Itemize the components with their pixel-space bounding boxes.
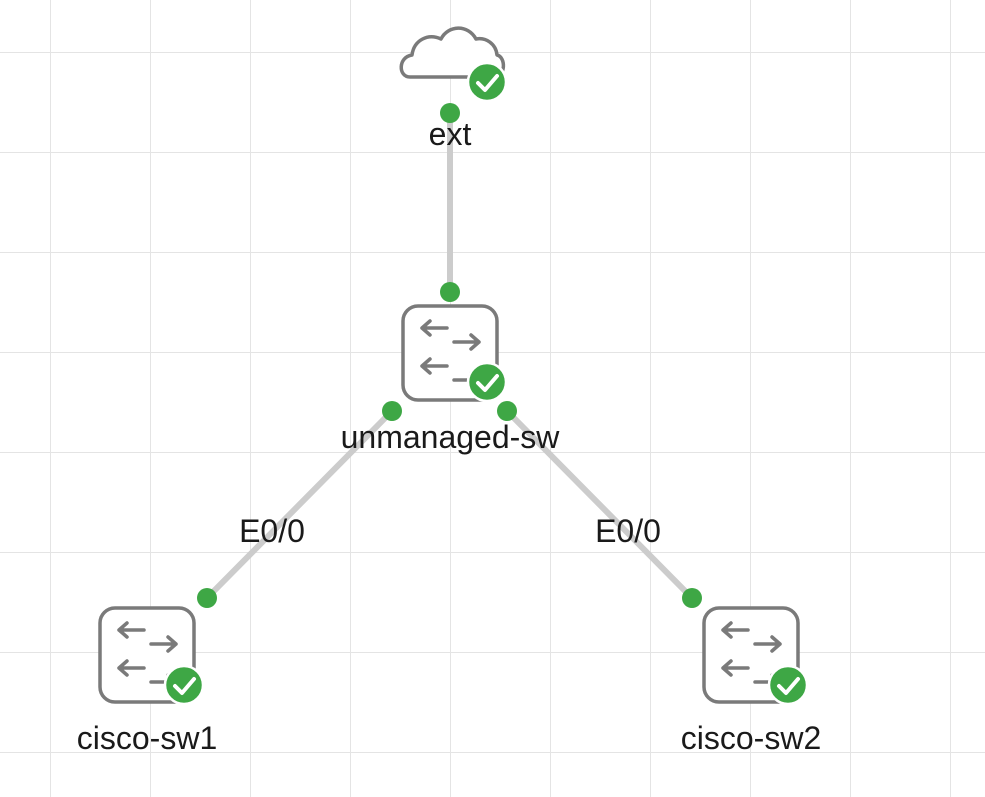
node-unmanaged-sw[interactable]: unmanaged-sw xyxy=(341,304,561,455)
link-unmanaged-sw-cisco-sw2[interactable] xyxy=(504,408,695,601)
port-unmanaged-sw-right[interactable] xyxy=(497,401,517,421)
node-cisco-sw2[interactable]: cisco-sw2 xyxy=(681,606,821,756)
port-unmanaged-sw-top[interactable] xyxy=(440,282,460,302)
status-ok-icon xyxy=(466,361,508,403)
node-ext[interactable]: ext xyxy=(399,26,508,152)
port-unmanaged-sw-left[interactable] xyxy=(382,401,402,421)
link-label-cisco-sw1: E0/0 xyxy=(239,513,305,549)
status-ok-icon xyxy=(163,664,205,706)
port-cisco-sw1[interactable] xyxy=(197,588,217,608)
node-cisco-sw1[interactable]: cisco-sw1 xyxy=(77,606,217,756)
node-label-cisco-sw1: cisco-sw1 xyxy=(77,720,217,756)
status-ok-icon xyxy=(466,61,508,103)
node-label-cisco-sw2: cisco-sw2 xyxy=(681,720,821,756)
link-label-cisco-sw2: E0/0 xyxy=(595,513,661,549)
node-label-unmanaged-sw: unmanaged-sw xyxy=(341,419,561,455)
port-ext[interactable] xyxy=(440,103,460,123)
port-cisco-sw2[interactable] xyxy=(682,588,702,608)
status-ok-icon xyxy=(767,664,809,706)
link-unmanaged-sw-cisco-sw1[interactable] xyxy=(204,408,395,601)
